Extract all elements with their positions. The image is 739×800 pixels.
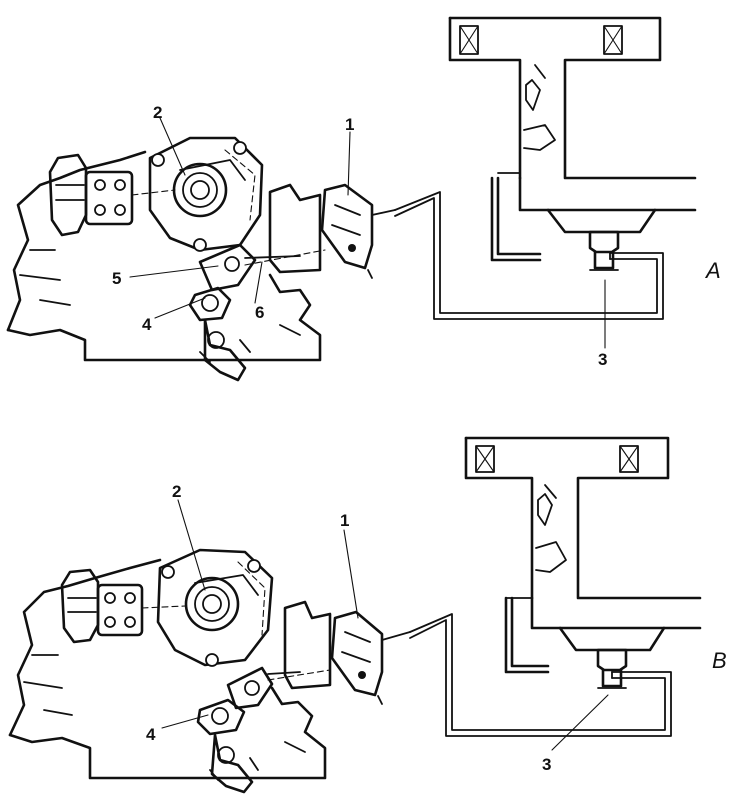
panel-label-a: A [704, 258, 721, 283]
callout-b-3: 3 [542, 755, 551, 774]
manifold-section-b [464, 436, 702, 674]
panel-a: 1 2 3 4 5 6 A [6, 16, 721, 382]
panel-label-b: B [712, 648, 727, 673]
vacuum-hose-a [394, 191, 664, 320]
callout-a-6: 6 [255, 303, 264, 322]
sensor-plug-a [588, 230, 620, 271]
leader-lines-b [161, 499, 609, 751]
vacuum-capsule-a [320, 183, 396, 279]
manifold-section-a [448, 16, 697, 262]
lever-assembly-a [188, 243, 326, 382]
sensor-plug-b [596, 648, 628, 689]
callout-b-1: 1 [340, 511, 349, 530]
vacuum-unit-left-a [48, 153, 176, 237]
engine-block-b [8, 558, 327, 781]
distributor-b [156, 548, 274, 667]
callout-b-4: 4 [146, 725, 156, 744]
callout-a-3: 3 [598, 350, 607, 369]
vacuum-capsule-b [330, 610, 411, 705]
vacuum-unit-left-b [60, 568, 186, 644]
panel-b: 1 2 3 4 B [8, 436, 727, 794]
support-bracket-b [283, 600, 332, 690]
vacuum-hose-b [409, 613, 672, 737]
support-bracket-a [268, 183, 322, 274]
callout-a-1: 1 [345, 115, 354, 134]
distributor-a [148, 136, 264, 252]
callout-a-5: 5 [112, 269, 121, 288]
callout-b-2: 2 [172, 482, 181, 501]
callout-a-4: 4 [142, 315, 152, 334]
callout-a-2: 2 [153, 103, 162, 122]
leader-lines-a [129, 117, 606, 349]
